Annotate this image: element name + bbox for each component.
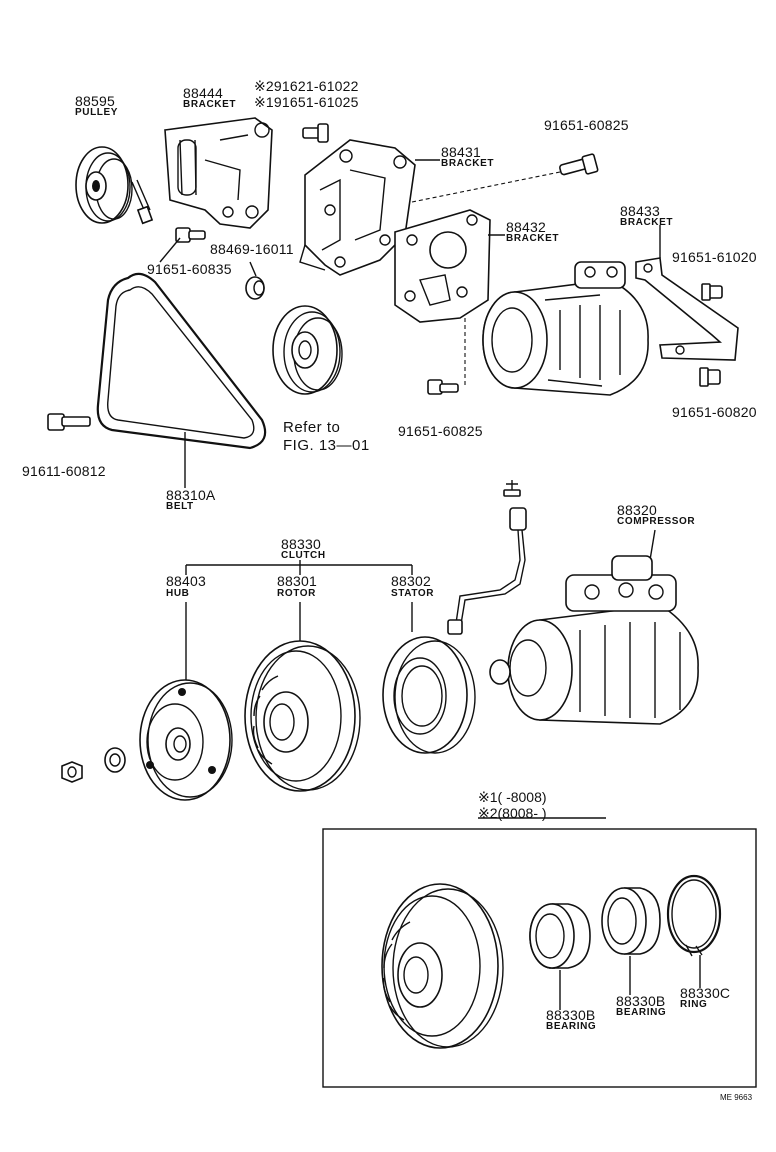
spacer-88469-16011-label: 88469-16011 [210,241,294,257]
hub-drawing[interactable] [139,679,233,801]
bolt-star-ref-1: ※291621-61022 [254,78,359,94]
note-2: ※2(8008- ) [478,805,547,821]
rotor-drawing[interactable] [244,640,361,792]
nut-drawing[interactable] [61,761,83,783]
bolt-91651-60825-top-label: 91651-60825 [544,117,629,133]
belt-number: 88310A [166,487,216,503]
footer-code: ME 9663 [720,1093,753,1102]
bracket-88433-drawing[interactable] [635,257,739,361]
bracket-88444-name: BRACKET [183,99,237,110]
washer-drawing[interactable] [104,747,126,773]
spacer-88469-16011-drawing[interactable] [245,276,265,300]
belt-name: BELT [166,501,194,512]
pulley-number: 88595 [75,93,115,109]
stator-name: STATOR [391,588,435,599]
bolt-91651-60835-label: 91651-60835 [147,261,232,277]
pulley-name: PULLEY [75,107,119,118]
bracket-88433-number: 88433 [620,203,660,219]
hub-name: HUB [166,588,190,599]
refer-pulley-drawing[interactable] [272,305,343,395]
detail-bearing-b-drawing[interactable] [601,887,661,955]
bolt-star-ref-drawing[interactable] [302,123,329,143]
rotor-name: ROTOR [277,588,316,599]
hub-number: 88403 [166,573,206,589]
bolt-91651-61020-label: 91651-61020 [672,249,757,265]
detail-bearing-b-name: BEARING [616,1007,667,1018]
detail-bearing-b-number: 88330B [616,993,666,1009]
clutch-number: 88330 [281,536,321,552]
bracket-88432-drawing[interactable] [394,209,491,323]
clutch-name: CLUTCH [281,550,326,561]
bolt-91651-60820-drawing[interactable] [699,367,721,387]
refer-text-line2: FIG. 13—01 [283,437,370,454]
bolt-91651-60825-bottom-drawing[interactable] [427,379,459,395]
detail-rotor-drawing[interactable] [381,883,504,1049]
detail-bearing-a-drawing[interactable] [529,903,591,969]
bracket-88444-drawing[interactable] [164,117,273,229]
detail-ring-name: RING [680,999,708,1010]
belt-drawing[interactable] [96,272,267,450]
bracket-88444-number: 88444 [183,85,223,101]
bracket-88431-name: BRACKET [441,158,495,169]
bolt-91651-60825-top-drawing[interactable] [559,153,599,176]
compressor-name: COMPRESSOR [617,516,696,527]
upper-compressor-drawing[interactable] [482,261,649,396]
bolt-91611-60812-label: 91611-60812 [22,463,106,479]
refer-text-line1: Refer to [283,419,341,436]
bracket-88433-name: BRACKET [620,217,674,228]
bolt-91651-60820-label: 91651-60820 [672,404,757,420]
clutch-wire-drawing[interactable] [447,480,527,635]
bolt-91651-60835-drawing[interactable] [175,227,206,243]
compressor-drawing[interactable] [489,555,699,725]
stator-number: 88302 [391,573,431,589]
detail-bearing-a-name: BEARING [546,1021,597,1032]
detail-box [322,828,757,1088]
bracket-88431-number: 88431 [441,144,481,160]
bolt-91651-60825-bottom-label: 91651-60825 [398,423,483,439]
pulley-drawing[interactable] [75,146,154,225]
detail-ring-drawing[interactable] [666,874,722,957]
bolt-91611-60812-drawing[interactable] [47,413,91,431]
detail-bearing-a-number: 88330B [546,1007,596,1023]
bolt-91651-61020-drawing[interactable] [701,283,723,301]
rotor-number: 88301 [277,573,317,589]
bracket-88432-number: 88432 [506,219,546,235]
compressor-number: 88320 [617,502,657,518]
detail-ring-number: 88330C [680,985,731,1001]
bracket-88431-drawing[interactable] [299,139,416,276]
bracket-88432-name: BRACKET [506,233,560,244]
note-1: ※1( -8008) [478,789,547,805]
bolt-star-ref-2: ※191651-61025 [254,94,359,110]
stator-drawing[interactable] [382,636,476,754]
